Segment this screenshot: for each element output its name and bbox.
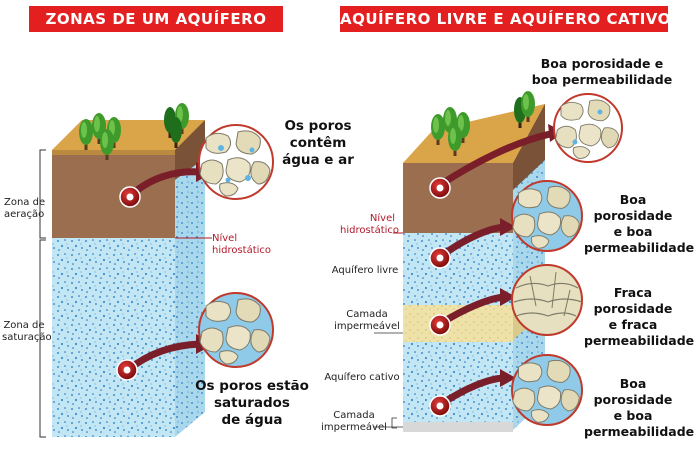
saturation-line-2: saturação — [2, 332, 52, 343]
aeration-line-1: Zona de — [4, 197, 46, 208]
magnified-confined-pores — [511, 354, 583, 426]
right-title-banner: AQUÍFERO LIVRE E AQUÍFERO CATIVO — [340, 6, 671, 32]
cap3-line-3: e fraca — [608, 317, 658, 332]
arrow-to-top-pores — [436, 130, 554, 189]
pores-air-line-2: contêm — [289, 135, 347, 151]
cap2-line-3: e boa — [613, 224, 653, 239]
caption-free-aquifer-porosity: Boa porosidade e boa permeabilidade — [584, 192, 694, 256]
left-block — [39, 103, 274, 438]
left-wt-line-2: hidrostático — [212, 245, 272, 256]
cap-top-line-2: boa permeabilidade — [531, 72, 673, 87]
pores-air-line-1: Os poros — [284, 118, 352, 134]
left-side-soil — [175, 120, 205, 180]
pores-sat-line-3: de água — [221, 412, 283, 428]
label-confined-aquifer: Aquífero cativo — [324, 372, 400, 384]
pores-air-line-3: água e ar — [282, 152, 354, 168]
caption-confined-porosity: Boa porosidade e boa permeabilidade — [584, 376, 694, 440]
label-saturation-zone: Zona de saturação — [2, 320, 52, 344]
free-aquifer-text: Aquífero livre — [331, 265, 399, 276]
right-block — [374, 91, 623, 432]
left-aeration-zone — [52, 180, 175, 238]
imp1-line-2: impermeável — [334, 321, 400, 332]
left-title: ZONAS DE UM AQUÍFERO — [45, 10, 267, 28]
cap3-line-1: Fraca — [613, 285, 653, 300]
magnified-top-pores — [553, 93, 623, 163]
imp1-line-1: Camada — [346, 309, 388, 320]
label-right-water-table: Nível hidrostático — [340, 213, 400, 237]
cap2-line-1: Boa — [619, 192, 647, 207]
imp2-line-1: Camada — [333, 410, 375, 421]
caption-pores-air: Os poros contêm água e ar — [268, 118, 368, 169]
confined-aquifer-text: Aquífero cativo — [324, 372, 400, 383]
cap2-line-2: porosidade — [593, 208, 673, 223]
magnified-pores-saturated — [198, 292, 274, 368]
caption-impermeable-porosity: Fraca porosidade e fraca permeabilidade — [584, 285, 694, 349]
saturation-bracket — [39, 239, 46, 438]
caption-pores-saturated: Os poros estão saturados de água — [194, 378, 310, 429]
cap3-line-4: permeabilidade — [584, 333, 694, 348]
label-impermeable-1: Camada impermeável — [332, 309, 402, 333]
caption-top-porosity: Boa porosidade e boa permeabilidade — [528, 56, 676, 88]
right-wt-line-1: Nível — [369, 213, 395, 224]
left-wt-line-1: Nível — [212, 233, 238, 244]
cap4-line-1: Boa — [619, 376, 647, 391]
label-impermeable-2: Camada impermeável — [318, 410, 390, 434]
right-title: AQUÍFERO LIVRE E AQUÍFERO CATIVO — [340, 10, 671, 28]
left-side-water — [175, 158, 205, 437]
right-impermeable-2 — [403, 422, 513, 432]
magnified-free-aquifer-pores — [511, 180, 583, 252]
right-wt-line-2: hidrostático — [340, 225, 400, 236]
magnified-impermeable-pores — [511, 264, 583, 336]
pores-sat-line-2: saturados — [214, 395, 290, 411]
aeration-line-2: aeração — [4, 209, 45, 220]
label-aeration-zone: Zona de aeração — [4, 197, 46, 221]
cap3-line-2: porosidade — [593, 301, 673, 316]
left-title-banner: ZONAS DE UM AQUÍFERO — [29, 6, 283, 32]
magnified-pores-air — [198, 124, 274, 200]
pores-sat-line-1: Os poros estão — [195, 378, 309, 394]
cap4-line-2: porosidade — [593, 392, 673, 407]
imp2-line-2: impermeável — [321, 422, 387, 433]
cap-top-line-1: Boa porosidade e — [540, 56, 664, 71]
saturation-line-1: Zona de — [3, 320, 45, 331]
label-free-aquifer: Aquífero livre — [330, 265, 400, 277]
cap2-line-4: permeabilidade — [584, 240, 694, 255]
cap4-line-4: permeabilidade — [584, 424, 694, 439]
label-left-water-table: Nível hidrostático — [212, 233, 271, 257]
aeration-bracket — [39, 149, 46, 239]
cap4-line-3: e boa — [613, 408, 653, 423]
